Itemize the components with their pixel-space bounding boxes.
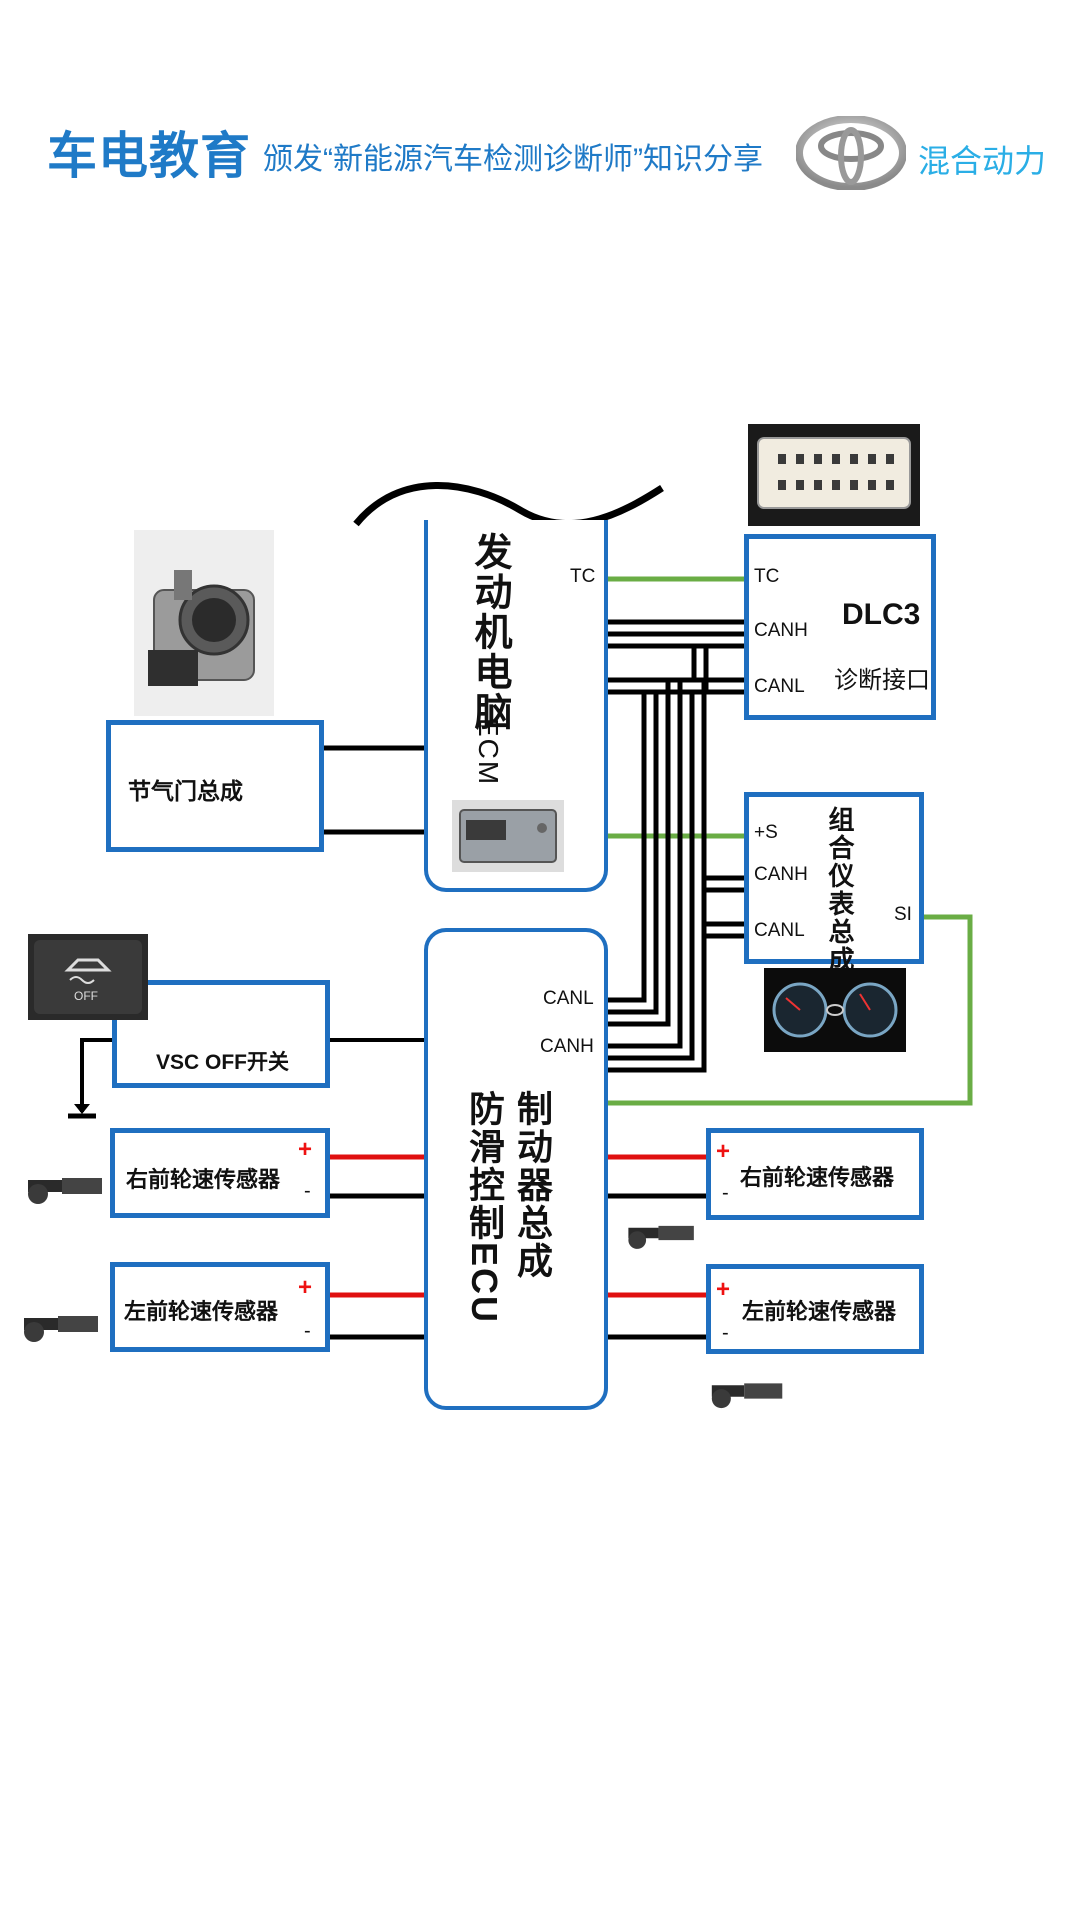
wheel-speed-sensor-photo — [711, 1383, 783, 1409]
minus-sign: - — [304, 1320, 311, 1342]
brake-ecu-title-line1: 制动器总成 — [512, 1090, 553, 1280]
header-subtitle: 颁发“新能源汽车检测诊断师”知识分享 — [263, 143, 763, 176]
sensor-box-left-top — [110, 1128, 330, 1218]
dlc3-pin-tc: TC — [754, 566, 780, 587]
sensor-label-left-top: 右前轮速传感器 — [126, 1167, 281, 1192]
dlc3-connector-photo — [748, 424, 920, 526]
plus-sign: + — [298, 1274, 313, 1301]
dlc3-pin-canl: CANL — [754, 676, 805, 697]
engine-ecu-title: 发动机电脑 — [468, 532, 510, 732]
svg-text:OFF: OFF — [74, 989, 98, 1003]
dlc3-title: DLC3 — [842, 598, 921, 631]
toyota-logo-icon — [796, 116, 906, 190]
engine-ecu-suffix: ECM — [473, 718, 504, 787]
brake-ecu-pin-canh: CANH — [540, 1036, 594, 1057]
vsc-off-button-photo: OFF — [28, 934, 148, 1020]
meter-title: 组合仪表总成 — [825, 806, 855, 974]
plus-sign: + — [716, 1138, 731, 1165]
wheel-speed-sensor-photo — [24, 1316, 98, 1342]
meter-pin-si: SI — [894, 904, 912, 925]
harness-break-line — [353, 482, 664, 528]
minus-sign: - — [722, 1182, 729, 1204]
ecm-module-photo — [452, 800, 564, 872]
dlc3-pin-canh: CANH — [754, 620, 808, 641]
meter-pin-plus-s: +S — [754, 822, 778, 843]
sensor-label-right-top: 右前轮速传感器 — [740, 1165, 895, 1190]
sensor-box-right-bottom — [706, 1264, 924, 1354]
vsc-switch-box — [112, 980, 330, 1088]
ground-arrow — [74, 1104, 90, 1114]
minus-sign: - — [722, 1322, 729, 1344]
can-bus-trunk — [606, 646, 709, 1073]
plus-sign: + — [298, 1136, 313, 1163]
sensor-label-right-bottom: 左前轮速传感器 — [742, 1299, 897, 1324]
meter-pin-canl: CANL — [754, 920, 805, 941]
dlc3-subtitle: 诊断接口 — [834, 667, 930, 694]
wheel-speed-sensor-photo — [28, 1178, 102, 1204]
meter-box — [744, 792, 924, 964]
sensor-box-right-top — [706, 1128, 924, 1220]
brake-ecu-pin-canl: CANL — [543, 988, 594, 1009]
wire-si — [606, 914, 973, 1106]
dlc3-box — [744, 534, 936, 720]
hybrid-label: 混合动力 — [918, 143, 1047, 179]
brand-title: 车电教育 — [47, 128, 251, 184]
vsc-switch-label: VSC OFF开关 — [156, 1051, 290, 1074]
throttle-label: 节气门总成 — [128, 778, 243, 804]
brake-ecu-box — [424, 928, 608, 1410]
wheel-speed-sensor-photo — [628, 1225, 694, 1249]
can-bus-meter — [704, 875, 750, 939]
throttle-box — [106, 720, 324, 852]
engine-ecu-pin-tc: TC — [570, 566, 596, 587]
meter-pin-canh: CANH — [754, 864, 808, 885]
brake-ecu-title-line2: 防滑控制ECU — [464, 1090, 505, 1325]
plus-sign: + — [716, 1276, 731, 1303]
sensor-label-left-bottom: 左前轮速传感器 — [124, 1299, 279, 1324]
meter-cluster-photo — [764, 968, 906, 1052]
minus-sign: - — [304, 1180, 311, 1202]
throttle-body-photo — [134, 530, 274, 716]
sensor-box-left-bottom — [110, 1262, 330, 1352]
